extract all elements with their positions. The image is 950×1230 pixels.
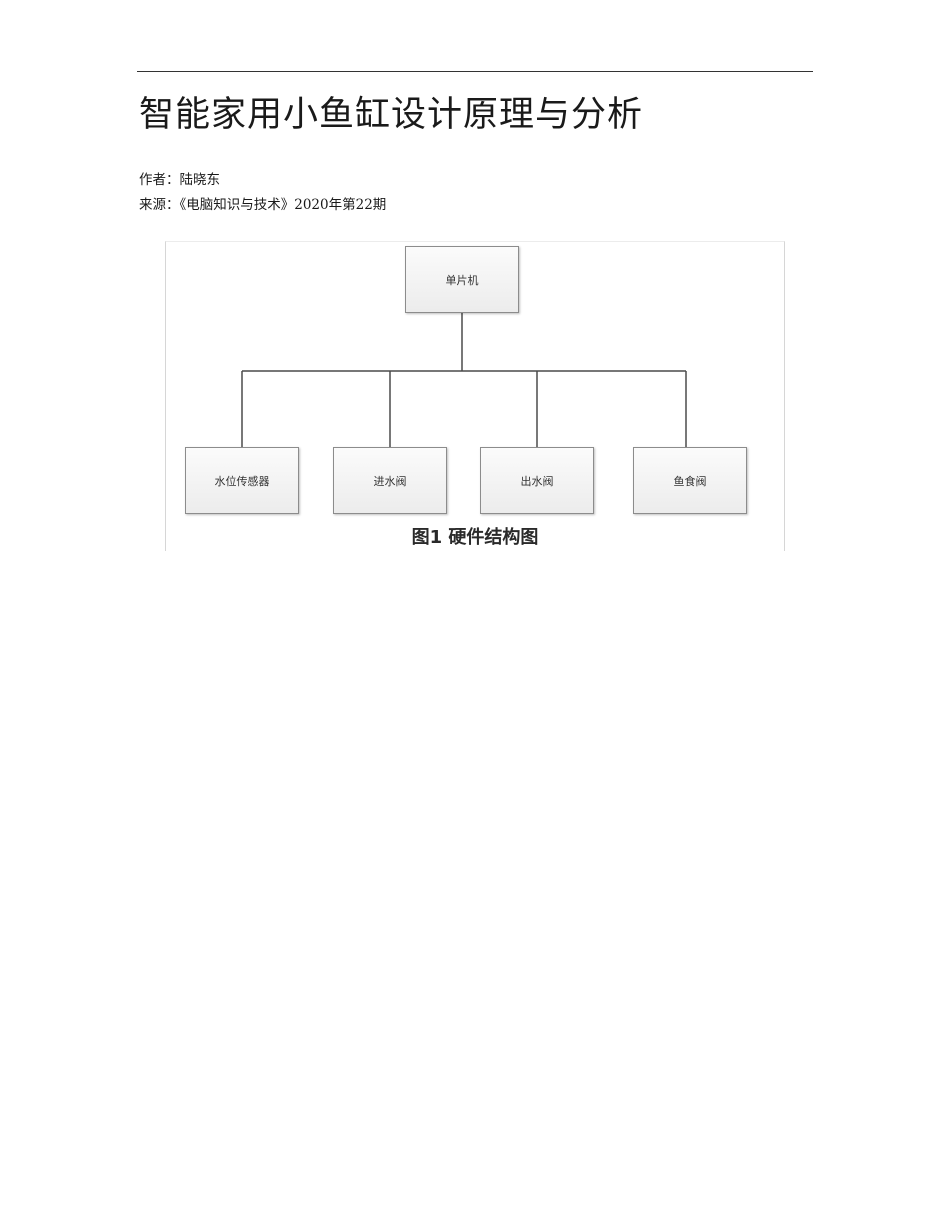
mcu-node: 单片机 <box>405 246 519 313</box>
inlet-valve-node: 进水阀 <box>333 447 447 514</box>
fish-food-valve-node: 鱼食阀 <box>633 447 747 514</box>
outlet-valve-node: 出水阀 <box>480 447 594 514</box>
hardware-structure-figure: 单片机 水位传感器 进水阀 出水阀 鱼食阀 图1 硬件结构图 <box>165 241 785 551</box>
figure-caption: 图1 硬件结构图 <box>411 527 539 548</box>
connector-lines <box>241 313 687 447</box>
header-rule <box>137 71 813 72</box>
document-title: 智能家用小鱼缸设计原理与分析 <box>139 95 644 135</box>
source-line: 来源：《电脑知识与技术》2020年第22期 <box>139 197 387 213</box>
water-level-sensor-node: 水位传感器 <box>185 447 299 514</box>
author-line: 作者：陆晓东 <box>139 172 220 188</box>
